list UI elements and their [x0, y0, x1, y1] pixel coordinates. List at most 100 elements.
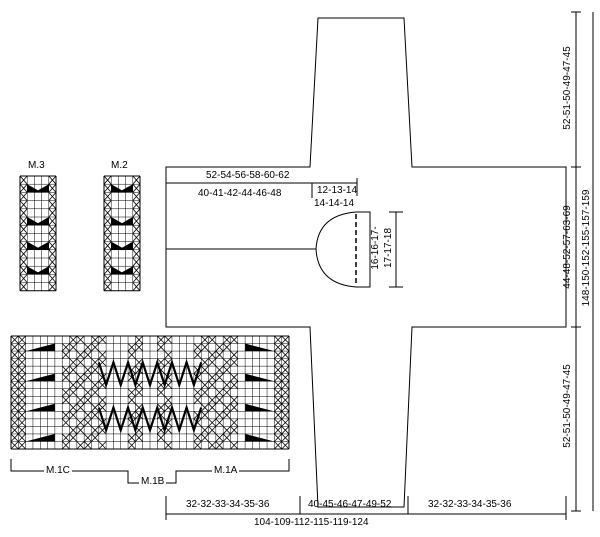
cross-symbol [157, 335, 165, 344]
cross-symbol [164, 350, 173, 359]
cross-symbol [127, 433, 136, 442]
cross-symbol [83, 365, 92, 374]
cross-symbol [83, 411, 92, 420]
wedge-symbol [25, 403, 55, 412]
cross-symbol [132, 282, 141, 292]
cross-symbol [274, 365, 282, 374]
m1-chart-grid [10, 335, 290, 450]
wedge-symbol [118, 217, 133, 226]
neck-opening [315, 211, 371, 288]
cross-symbol [18, 403, 26, 412]
cross-symbol [274, 441, 282, 450]
cross-symbol [48, 200, 57, 210]
cross-symbol [281, 350, 290, 359]
cross-symbol [18, 433, 26, 442]
cross-symbol [91, 388, 100, 397]
cross-symbol [91, 411, 100, 420]
cross-symbol [98, 373, 107, 382]
cross-symbol [127, 395, 136, 405]
cross-symbol [164, 335, 173, 344]
cross-symbol [215, 350, 224, 359]
cross-symbol [200, 411, 209, 420]
cross-symbol [91, 358, 100, 367]
m1c-label: M.1C [44, 465, 72, 477]
cross-symbol [19, 192, 28, 201]
cross-symbol [76, 350, 85, 359]
cross-symbol [281, 418, 290, 427]
cross-symbol [10, 358, 19, 367]
length-lower-label: 40-41-42-44-46-48 [198, 188, 282, 199]
cross-symbol [127, 350, 136, 359]
m2-chart-title: M.2 [111, 160, 128, 171]
cross-symbol [69, 343, 78, 352]
bottom-right-label: 32-32-33-34-35-36 [428, 499, 512, 510]
cross-symbol [281, 373, 290, 382]
cross-symbol [83, 350, 92, 359]
wedge-symbol [27, 241, 42, 250]
cross-symbol [127, 418, 136, 427]
cross-symbol [10, 395, 19, 405]
cross-symbol [69, 380, 78, 390]
cross-symbol [83, 418, 92, 427]
cross-symbol [208, 418, 217, 427]
cross-symbol [103, 241, 112, 251]
cross-symbol [69, 358, 78, 367]
cross-symbol [19, 183, 28, 193]
cross-symbol [193, 343, 202, 352]
cross-symbol [127, 365, 136, 374]
cross-symbol [135, 380, 143, 390]
wedge-symbol [25, 343, 55, 352]
cross-symbol [48, 241, 57, 251]
cross-symbol [69, 365, 78, 374]
cross-symbol [281, 441, 290, 450]
cross-symbol [157, 388, 165, 397]
cross-symbol [98, 441, 107, 450]
cross-symbol [18, 335, 26, 344]
cross-symbol [69, 411, 78, 420]
wedge-symbol [27, 266, 42, 275]
cross-symbol [132, 192, 141, 201]
cross-symbol [281, 388, 290, 397]
cross-symbol [215, 373, 224, 382]
cross-symbol [215, 411, 224, 420]
cross-symbol [76, 380, 85, 390]
cross-symbol [222, 388, 231, 397]
cross-symbol [274, 403, 282, 412]
cross-symbol [61, 418, 70, 427]
neck-width-label-a: 12-13-14 [317, 185, 358, 196]
cross-symbol [157, 365, 165, 374]
wedge-symbol [25, 373, 55, 382]
cross-symbol [10, 418, 19, 427]
cross-symbol [10, 388, 19, 397]
wedge-symbol [27, 217, 42, 226]
cross-symbol [48, 224, 57, 234]
cross-symbol [132, 175, 141, 185]
cross-symbol [76, 418, 85, 427]
cross-symbol [222, 343, 231, 352]
cross-symbol [215, 365, 224, 374]
cross-symbol [103, 233, 112, 242]
cross-symbol [281, 403, 290, 412]
cross-symbol [200, 426, 209, 435]
cross-symbol [61, 350, 70, 359]
cross-symbol [48, 192, 57, 201]
cross-symbol [200, 343, 209, 352]
bottom-total-label: 104-109-112-115-119-124 [254, 517, 369, 528]
cross-symbol [10, 426, 19, 435]
wedge-symbol [118, 184, 133, 193]
cross-symbol [135, 433, 143, 442]
cross-symbol [10, 335, 19, 344]
cross-symbol [69, 335, 78, 344]
wedge-symbol [25, 433, 55, 442]
cross-symbol [103, 249, 112, 259]
cross-symbol [19, 233, 28, 242]
cross-symbol [76, 426, 85, 435]
cross-symbol [76, 395, 85, 405]
cross-symbol [103, 224, 112, 234]
cross-symbol [132, 241, 141, 251]
cross-symbol [222, 426, 231, 435]
cross-symbol [127, 411, 136, 420]
cross-symbol [10, 411, 19, 420]
cross-symbol [98, 335, 107, 344]
cross-symbol [230, 373, 239, 382]
